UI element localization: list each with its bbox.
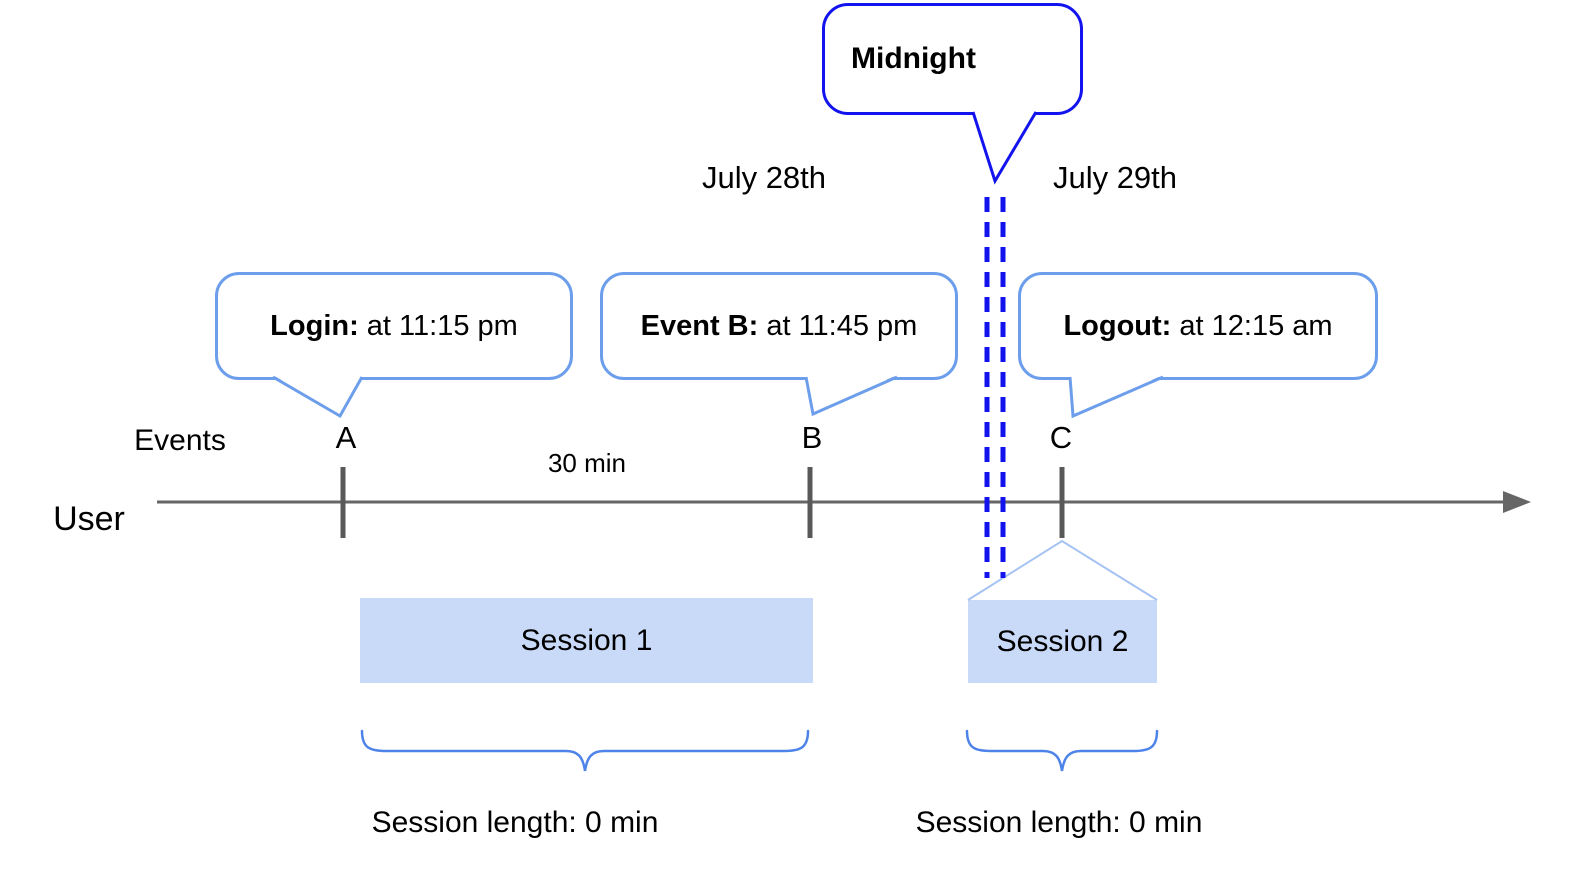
midnight-callout-label: Midnight: [851, 42, 976, 75]
session-1-brace: [360, 729, 810, 772]
login-callout: Login: at 11:15 pm: [215, 272, 573, 380]
login-callout-title: Login:: [270, 309, 359, 342]
event-b-callout-detail: at 11:45 pm: [758, 309, 918, 342]
event-b-callout: Event B: at 11:45 pm: [600, 272, 958, 380]
login-callout-detail: at 11:15 pm: [358, 309, 518, 342]
session-2-length-label: Session length: 0 min: [915, 806, 1203, 839]
session-2-brace: [965, 729, 1159, 772]
event-marker-a: A: [335, 420, 357, 455]
event-b-callout-tail-fill: [806, 375, 897, 413]
login-callout-tail: [272, 375, 364, 419]
session-1-length-label: Session length: 0 min: [371, 806, 659, 839]
logout-callout-detail: at 12:15 am: [1171, 309, 1333, 342]
logout-callout: Logout: at 12:15 am: [1018, 272, 1378, 380]
timeline-arrowhead-icon: [1503, 491, 1531, 513]
session-2-label: Session 2: [996, 624, 1129, 658]
midnight-callout: Midnight: [822, 3, 1083, 115]
date-label-july-28: July 28th: [701, 160, 827, 195]
logout-callout-tail-fill: [1070, 375, 1163, 415]
event-b-callout-tail: [804, 375, 898, 417]
event-marker-c: C: [1049, 420, 1073, 455]
logout-callout-title: Logout:: [1063, 309, 1172, 342]
logout-callout-tail: [1068, 375, 1164, 419]
user-axis-label: User: [53, 500, 125, 538]
session-2-connector: [967, 539, 1158, 601]
event-b-callout-title: Event B:: [640, 309, 759, 342]
events-axis-label: Events: [134, 424, 226, 457]
event-marker-b: B: [801, 420, 823, 455]
interval-label-30min: 30 min: [547, 448, 627, 478]
session-1-box: Session 1: [360, 598, 813, 683]
session-1-label: Session 1: [520, 623, 653, 657]
session-2-box: Session 2: [968, 600, 1157, 683]
login-callout-tail-fill: [273, 375, 362, 415]
date-label-july-29: July 29th: [1052, 160, 1178, 195]
